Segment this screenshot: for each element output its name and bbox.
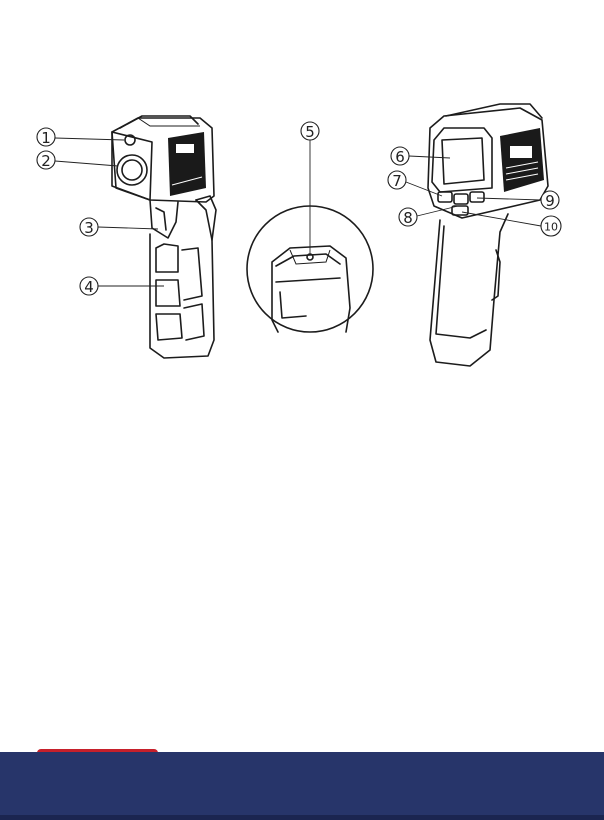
thermometer-front-view (112, 116, 216, 358)
callout-3-label: 3 (84, 219, 94, 237)
thermometer-rear-view (428, 104, 548, 366)
callout-6: 6 (391, 147, 450, 166)
callout-8: 8 (399, 206, 458, 227)
callout-10: 10 (462, 212, 561, 236)
callout-5: 5 (301, 122, 319, 254)
callout-8-label: 8 (403, 209, 413, 227)
callout-9-label: 9 (545, 192, 555, 210)
callout-5-label: 5 (305, 123, 315, 141)
callout-9: 9 (477, 191, 559, 210)
callout-4-label: 4 (84, 278, 94, 296)
footer-band (0, 752, 604, 820)
callout-7-label: 7 (392, 172, 402, 190)
callout-2-label: 2 (41, 152, 51, 170)
callout-1-label: 1 (41, 129, 51, 147)
callout-3: 3 (80, 218, 158, 237)
callout-2: 2 (37, 151, 118, 170)
footer-bottom-strip (0, 815, 604, 820)
callout-6-label: 6 (395, 148, 405, 166)
callout-1: 1 (37, 128, 124, 147)
callout-4: 4 (80, 277, 164, 296)
callout-10-label: 10 (544, 221, 558, 234)
